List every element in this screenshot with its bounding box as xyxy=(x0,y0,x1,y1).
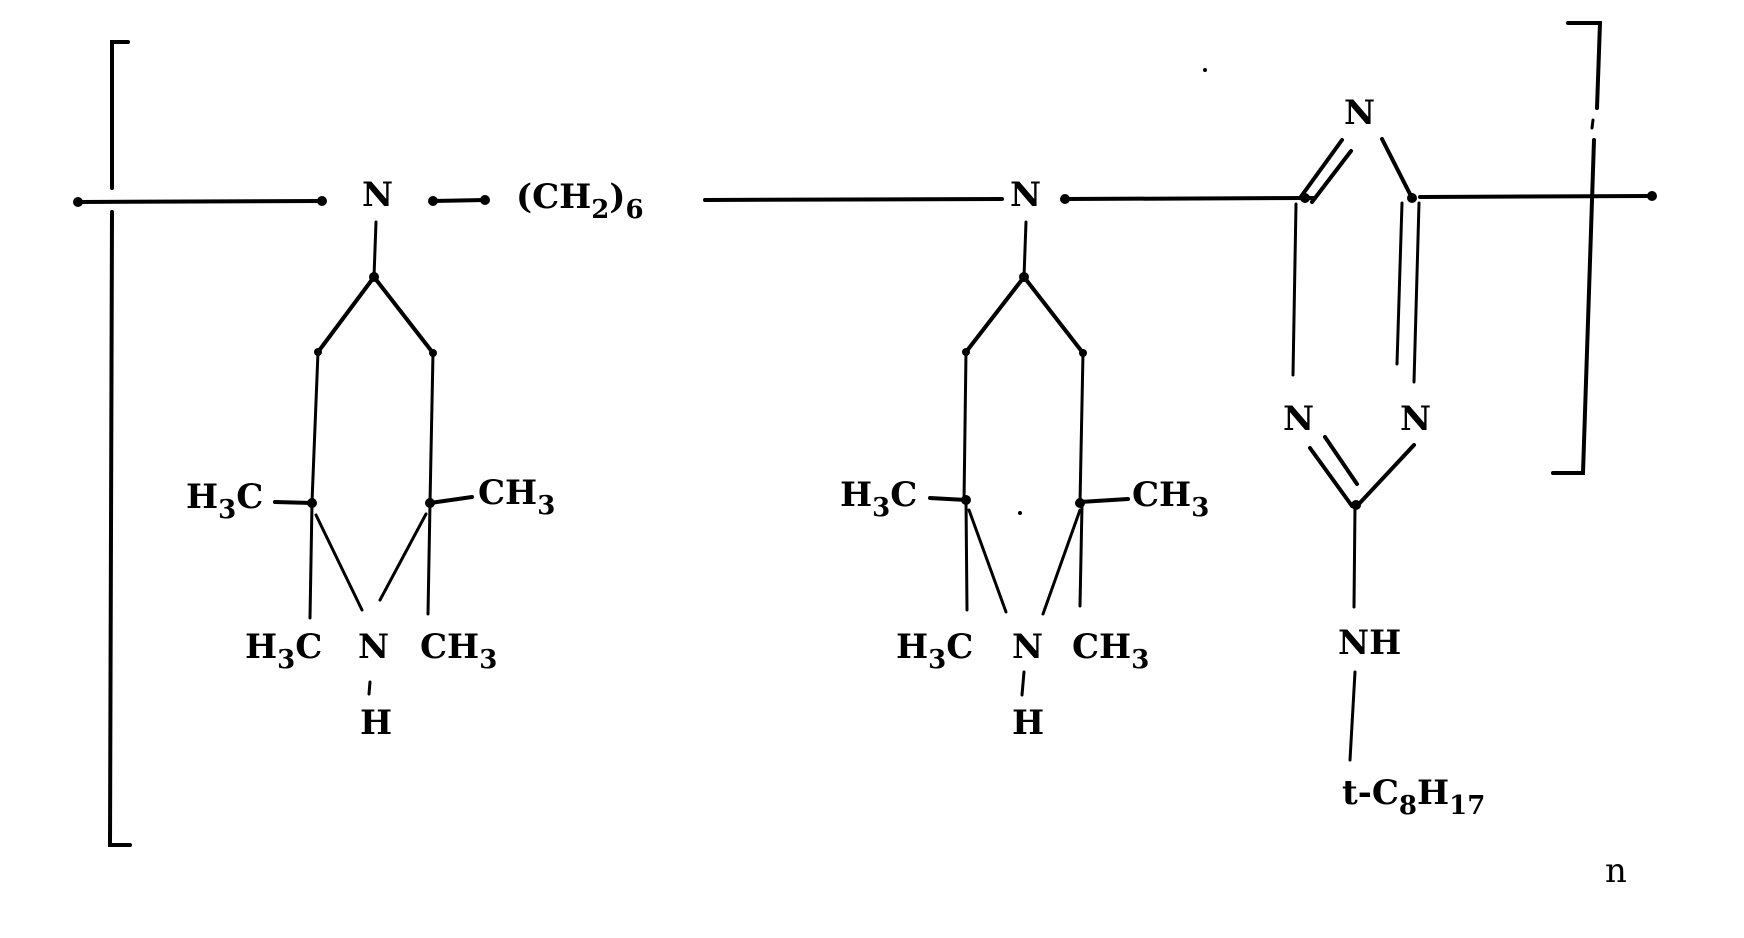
atom-ch: CH xyxy=(1132,475,1192,515)
bracket-dash xyxy=(1590,118,1595,130)
backbone-bond-middle xyxy=(703,197,1004,202)
subscript: 3 xyxy=(218,495,237,525)
subscript: 3 xyxy=(277,645,296,675)
linker-count: 6 xyxy=(625,195,644,225)
atom-ch: CH xyxy=(420,627,480,667)
hydrogen-subscript: 17 xyxy=(1449,791,1486,821)
atom-h: H xyxy=(896,627,929,667)
tert-octyl-label: t-C8H17 xyxy=(1342,773,1485,819)
atom-c: C xyxy=(890,475,918,515)
linker-open: (CH xyxy=(516,177,592,217)
atom-h: H xyxy=(245,627,278,667)
right-ring-h-label: H xyxy=(1012,703,1045,743)
left-ring-h-label: H xyxy=(360,703,393,743)
right-bracket xyxy=(1551,21,1603,475)
backbone-bond-linker xyxy=(431,198,487,203)
right-upper-right-methyl: CH3 xyxy=(1132,475,1209,521)
triazine-n-right: N xyxy=(1400,399,1432,439)
backbone-bond-right xyxy=(1418,194,1654,199)
backbone-bond-to-triazine xyxy=(1063,196,1317,201)
subscript: 3 xyxy=(928,645,947,675)
subscript: 3 xyxy=(1191,493,1210,523)
left-upper-right-methyl: CH3 xyxy=(478,473,555,519)
right-ring-n-label: N xyxy=(1012,627,1044,667)
atom-c: C xyxy=(236,477,264,517)
left-upper-left-methyl: H3C xyxy=(186,477,264,523)
piperidine-right-bonds xyxy=(928,220,1130,697)
left-lower-right-methyl: CH3 xyxy=(420,627,497,673)
repeat-count-n: n xyxy=(1605,851,1627,891)
triazine-n-left: N xyxy=(1283,399,1315,439)
amine-nh-label: NH xyxy=(1338,623,1402,663)
backbone-n2-label: N xyxy=(1010,175,1042,215)
subscript: 3 xyxy=(479,645,498,675)
linker-close: ) xyxy=(609,177,626,217)
right-lower-left-methyl: H3C xyxy=(896,627,974,673)
right-lower-right-methyl: CH3 xyxy=(1072,627,1149,673)
hexamethylene-linker-label: (CH2)6 xyxy=(516,177,644,223)
triazine-bonds xyxy=(1291,137,1421,762)
subscript: 3 xyxy=(872,493,891,523)
left-lower-left-methyl: H3C xyxy=(245,627,323,673)
atom-h: H xyxy=(186,477,219,517)
backbone-bond-left xyxy=(76,199,324,204)
atom-h: H xyxy=(840,475,873,515)
t-c-prefix: t-C xyxy=(1342,773,1399,813)
atom-h: H xyxy=(1416,773,1450,813)
left-bracket xyxy=(107,40,132,847)
right-upper-left-methyl: H3C xyxy=(840,475,918,521)
left-ring-n-label: N xyxy=(358,627,390,667)
triazine-n-top: N xyxy=(1344,93,1376,133)
subscript: 3 xyxy=(537,491,556,521)
backbone-n1-label: N xyxy=(362,175,394,215)
piperidine-left-bonds xyxy=(273,220,474,696)
atom-ch: CH xyxy=(1072,627,1132,667)
atom-ch: CH xyxy=(478,473,538,513)
atom-c: C xyxy=(295,627,323,667)
subscript: 3 xyxy=(1131,645,1150,675)
linker-subscript: 2 xyxy=(591,195,610,225)
atom-c: C xyxy=(946,627,974,667)
carbon-subscript: 8 xyxy=(1398,791,1417,821)
